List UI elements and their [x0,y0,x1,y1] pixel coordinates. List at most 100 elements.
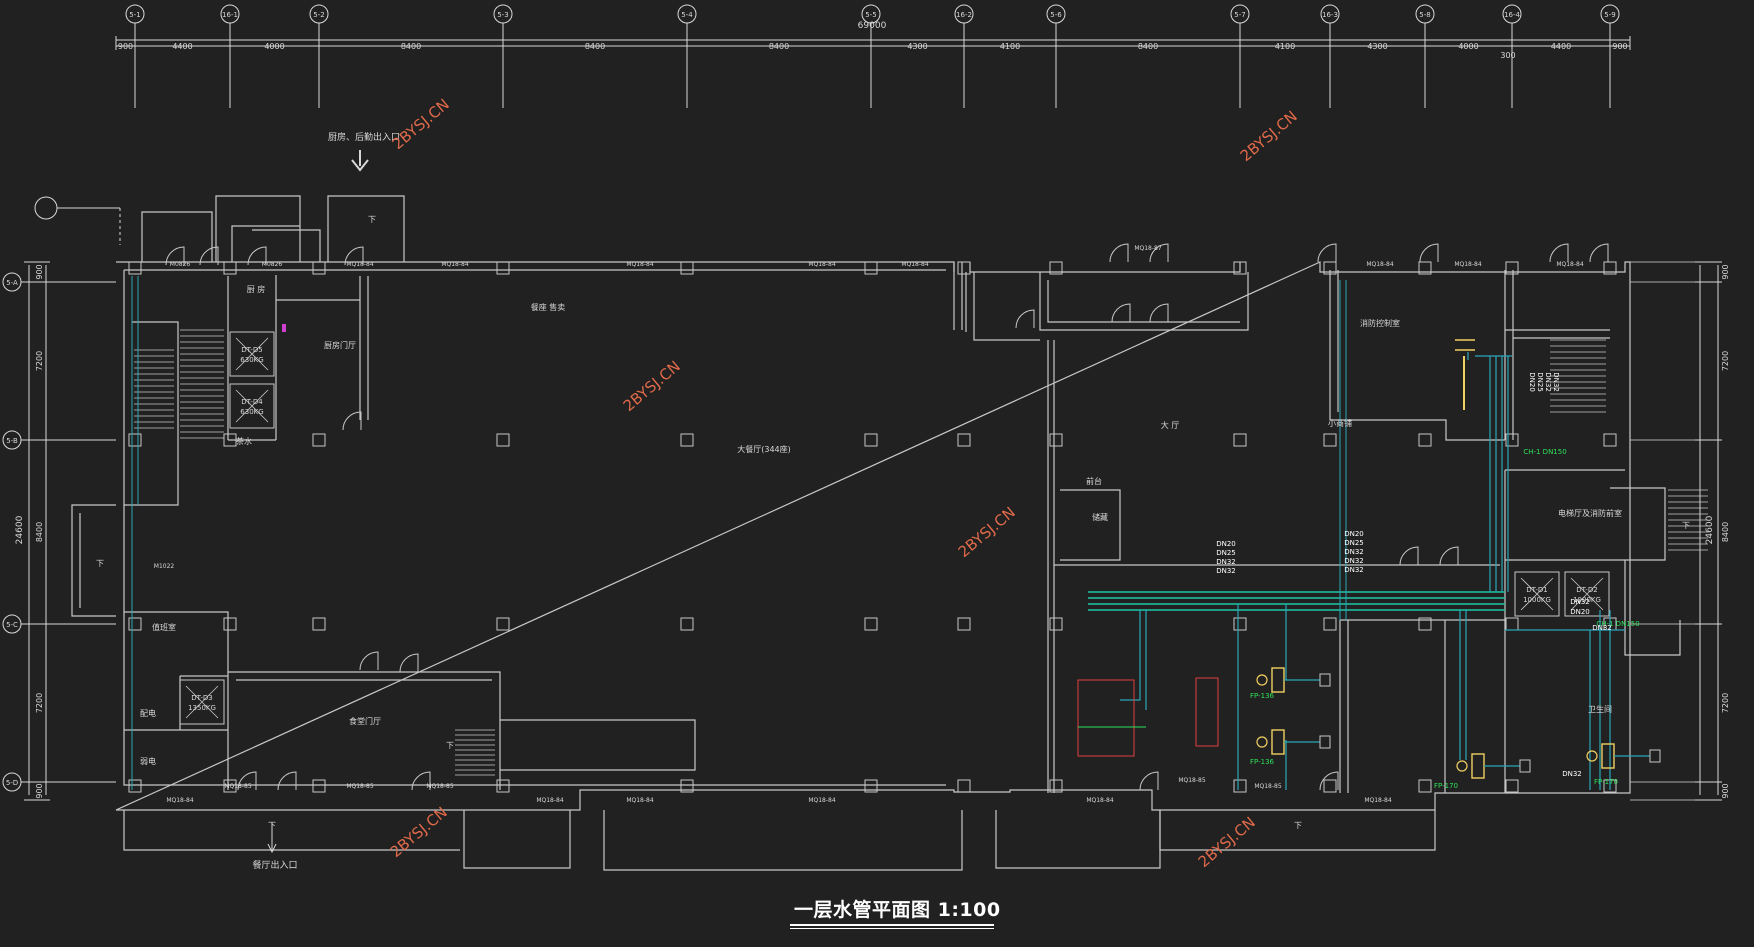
fcu-label: FP-170 [1434,782,1458,790]
stair-hatching [134,329,1708,776]
south-bay-far-east [1159,810,1436,851]
pipe-size-label: DN32 [1552,372,1560,392]
south-bay-west [123,810,571,869]
room-label-electrical: 电梯厅及消防前室 [1558,508,1622,518]
building-walls [71,195,1681,871]
watermark-text: 2BYSJ.CN [389,95,453,153]
column [1505,433,1519,447]
elevator-shaft [229,383,275,429]
column [1418,779,1432,793]
column [1049,779,1063,793]
column [1418,433,1432,447]
dimension-value: 900 [35,783,44,798]
column [957,779,971,793]
axis-label: 5-3 [497,11,508,19]
west-exit-stair [71,504,116,617]
column [128,433,142,447]
branch-west [1120,610,1147,710]
pipe-size-label: DN25 [1216,549,1236,557]
fcu-outlet [1649,749,1661,763]
door-tag: MQ18-84 [1556,261,1584,268]
pipe-size-label: DN25 [1344,539,1364,547]
room-label-dining-hall: 大餐厅(344座) [737,444,791,454]
fcu-valve [1256,736,1268,748]
door-tag: MQ18-84 [808,797,836,804]
column [957,617,971,631]
door-swing [1317,243,1337,263]
north-arrow-circle [34,196,58,220]
elevator-cross [1520,577,1554,611]
door-swing [1549,243,1569,263]
dimension-value: 8400 [1721,522,1730,542]
elevator-id: DT-D3 [191,694,212,702]
room-label-small-shop: 小商铺 [1328,418,1352,428]
door-tag: MQ18-85 [224,783,252,790]
door-tag: MQ18-84 [1086,797,1114,804]
axis-label: 5-B [6,437,18,445]
room-label-kitchen-stove: 厨 房 [247,284,266,294]
pipe-size-label: DN20 [1216,540,1236,548]
column [680,433,694,447]
column [312,779,326,793]
fcu-body [1601,743,1615,769]
kitchen-annex [141,195,405,262]
door-tag: MQ18-84 [166,797,194,804]
dimension-value: 900 [1721,264,1730,279]
stair-down-label: 下 [368,215,376,224]
axis-bubble [125,4,145,24]
fan-coil-units [1256,667,1661,779]
south-steps [500,719,696,771]
column [680,617,694,631]
column [1233,433,1247,447]
door-tag: MQ18-84 [1454,261,1482,268]
main-pipe-bundle [1088,591,1505,611]
column [496,433,510,447]
toilet-walls [1339,619,1506,793]
column [680,779,694,793]
door-tag: MQ18-84 [536,797,564,804]
lobby-divider-wall [1047,340,1055,793]
dimension-value: 7200 [35,351,44,371]
axis-bubble [1502,4,1522,24]
fcu-label: FP-136 [1250,692,1275,700]
east-stair-walls [1504,270,1610,440]
elevator-cross [235,337,269,371]
axis-label: 5-8 [1419,11,1430,19]
axis-label: 5-5 [865,11,876,19]
south-bay-east [995,810,1161,869]
pipe-size-label: DN32 [1562,770,1582,778]
column [864,261,878,275]
elevator-group: DT-D5630KGDT-D4630KGDT-D31350KGDT-D11000… [179,331,1610,725]
column [312,617,326,631]
axis-bubble [861,4,881,24]
column [1233,261,1247,275]
column [864,779,878,793]
door-tag: MQ18-84 [441,261,469,268]
watermark-text: 2BYSJ.CN [955,503,1019,561]
inner-wall-west [123,269,946,786]
dimension-value: 4000 [264,42,284,51]
axis-bubble [677,4,697,24]
dimension-value: 8400 [769,42,789,51]
dimension-value: 8400 [585,42,605,51]
east-wall-lining [1339,280,1347,620]
elevator-shaft [1564,571,1610,617]
column [957,433,971,447]
door-swing [1109,243,1129,263]
axis-label: 5-9 [1604,11,1615,19]
axis-bubble [493,4,513,24]
column-grid [128,261,1617,793]
room-label-duty: 值班室 [152,622,176,632]
door-tag: MQ18-84 [626,261,654,268]
watermark-text: 2BYSJ.CN [620,357,684,415]
column [223,433,237,447]
door-swing [165,246,185,266]
column [1049,433,1063,447]
east-elevator-walls [1504,469,1625,640]
axis-bubble [1600,4,1620,24]
column [496,617,510,631]
kitchen-entry-label: 厨房、后勤出入口 [328,131,400,143]
